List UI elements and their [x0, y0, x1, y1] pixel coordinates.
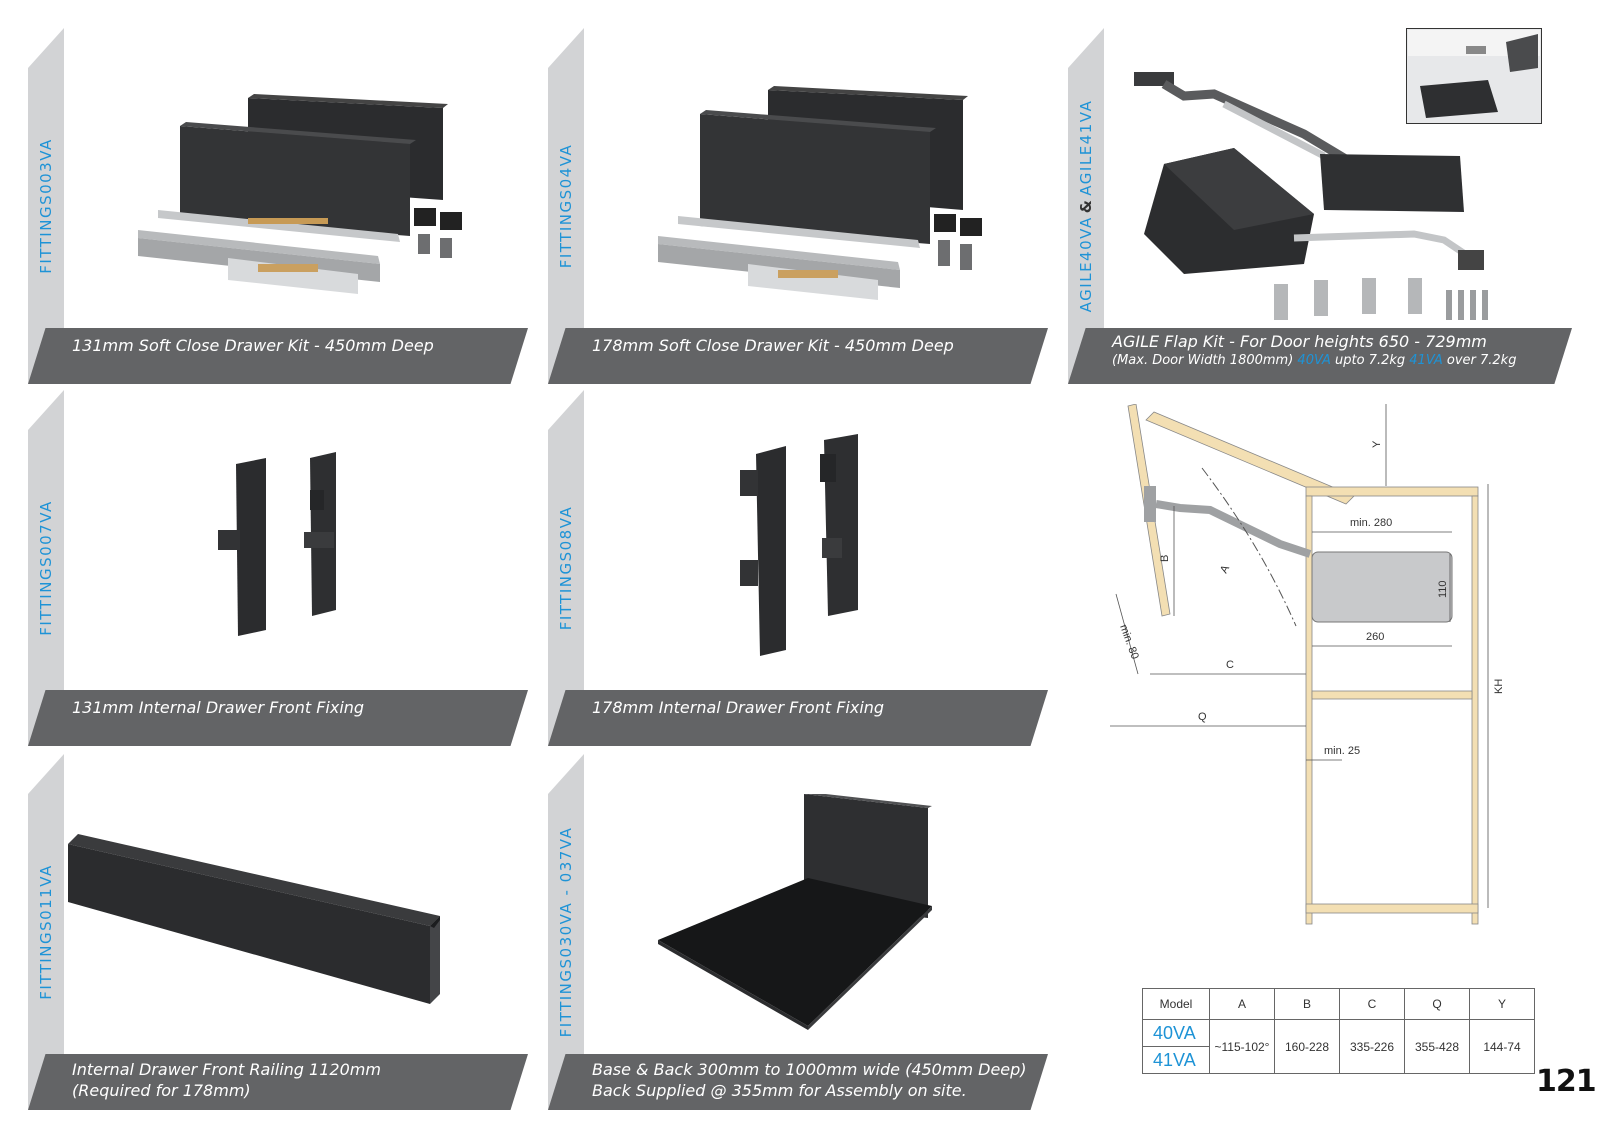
header-b: B: [1274, 988, 1340, 1020]
side-tab: [548, 754, 584, 1110]
value-b: 160-228: [1274, 1019, 1340, 1074]
value-a: ~115-102°: [1209, 1019, 1275, 1074]
side-tab: [28, 390, 64, 746]
product-caption: Base & Back 300mm to 1000mm wide (450mm …: [548, 1054, 1048, 1110]
header-y: Y: [1469, 988, 1535, 1020]
spec-table: Model A B C Q Y 40VA ~115-102° 160-228 3…: [1142, 988, 1535, 1074]
product-card-fittings04va: FITTINGS04VA 178mm Soft Close Drawer Kit…: [548, 28, 1060, 384]
product-caption: AGILE Flap Kit - For Door heights 650 - …: [1068, 328, 1572, 384]
page-number: 121: [1536, 1064, 1597, 1099]
header-q: Q: [1404, 988, 1470, 1020]
dim-label-b: B: [1159, 555, 1171, 562]
table-row: 40VA ~115-102° 160-228 335-226 355-428 1…: [1142, 1019, 1535, 1074]
dim-label-110: 110: [1437, 580, 1449, 598]
product-caption: 178mm Soft Close Drawer Kit - 450mm Deep: [548, 328, 1048, 384]
product-code: FITTINGS04VA: [557, 143, 575, 269]
product-caption: Internal Drawer Front Railing 1120mm (Re…: [28, 1054, 528, 1110]
product-card-fittings08va: FITTINGS08VA 178mm Internal Drawer Front…: [548, 390, 1060, 746]
dim-label-kh: KH: [1493, 679, 1505, 694]
dim-label-min25: min. 25: [1324, 745, 1360, 757]
product-card-fittings007va: FITTINGS007VA 131mm Internal Drawer Fron…: [28, 390, 540, 746]
dim-label-a: A: [1218, 563, 1232, 576]
product-code: FITTINGS030VA - 037VA: [557, 826, 575, 1038]
product-code: FITTINGS011VA: [37, 864, 55, 1000]
value-y: 144-74: [1469, 1019, 1535, 1074]
product-card-fittings030va: FITTINGS030VA - 037VA Base & Back 300mm …: [548, 754, 1060, 1110]
drawer-kit-image: [138, 94, 462, 294]
model-41va: 41VA: [1142, 1046, 1210, 1074]
header-model: Model: [1142, 988, 1210, 1020]
value-c: 335-226: [1339, 1019, 1405, 1074]
dim-label-c: C: [1226, 659, 1234, 671]
dim-label-min280: min. 280: [1350, 517, 1392, 529]
flap-inset-photo: [1406, 28, 1542, 124]
dim-label-y: Y: [1371, 440, 1383, 448]
side-tab: [28, 28, 64, 384]
product-code: AGILE40VA&AGILE41VA: [1077, 99, 1095, 313]
product-code: FITTINGS08VA: [557, 505, 575, 631]
value-q: 355-428: [1404, 1019, 1470, 1074]
product-card-fittings011va: FITTINGS011VA Internal Drawer Front Rail…: [28, 754, 540, 1110]
product-code: FITTINGS003VA: [37, 138, 55, 274]
table-row: 41VA: [1142, 1046, 1535, 1074]
flap-kit-image: [1134, 72, 1488, 320]
front-fixing-image: [740, 434, 858, 656]
product-card-agile: AGILE40VA&AGILE41VA AGILE Flap Kit - For…: [1068, 28, 1584, 384]
header-c: C: [1339, 988, 1405, 1020]
product-card-fittings003va: FITTINGS003VA 131mm Soft Close Drawer Ki…: [28, 28, 540, 384]
dim-label-min80: min. 80: [1117, 623, 1141, 661]
drawer-kit-image: [658, 86, 982, 300]
base-back-image: [658, 794, 932, 1030]
front-fixing-image: [218, 452, 336, 636]
model-40va: 40VA: [1142, 1019, 1210, 1047]
product-code: FITTINGS007VA: [37, 500, 55, 636]
dim-label-260: 260: [1366, 631, 1384, 643]
product-caption: 131mm Soft Close Drawer Kit - 450mm Deep: [28, 328, 528, 384]
table-header-row: Model A B C Q Y: [1142, 988, 1535, 1020]
side-tab: [1068, 28, 1104, 384]
header-a: A: [1209, 988, 1275, 1020]
product-caption: 178mm Internal Drawer Front Fixing: [548, 690, 1048, 746]
railing-image: [68, 834, 440, 1004]
flap-installation-diagram: Y B A C Q KH min. 280 110 260 min. 80 mi…: [1110, 404, 1505, 925]
side-tab: [548, 390, 584, 746]
product-caption: 131mm Internal Drawer Front Fixing: [28, 690, 528, 746]
dim-label-q: Q: [1198, 711, 1207, 723]
side-tab: [28, 754, 64, 1110]
side-tab: [548, 28, 584, 384]
